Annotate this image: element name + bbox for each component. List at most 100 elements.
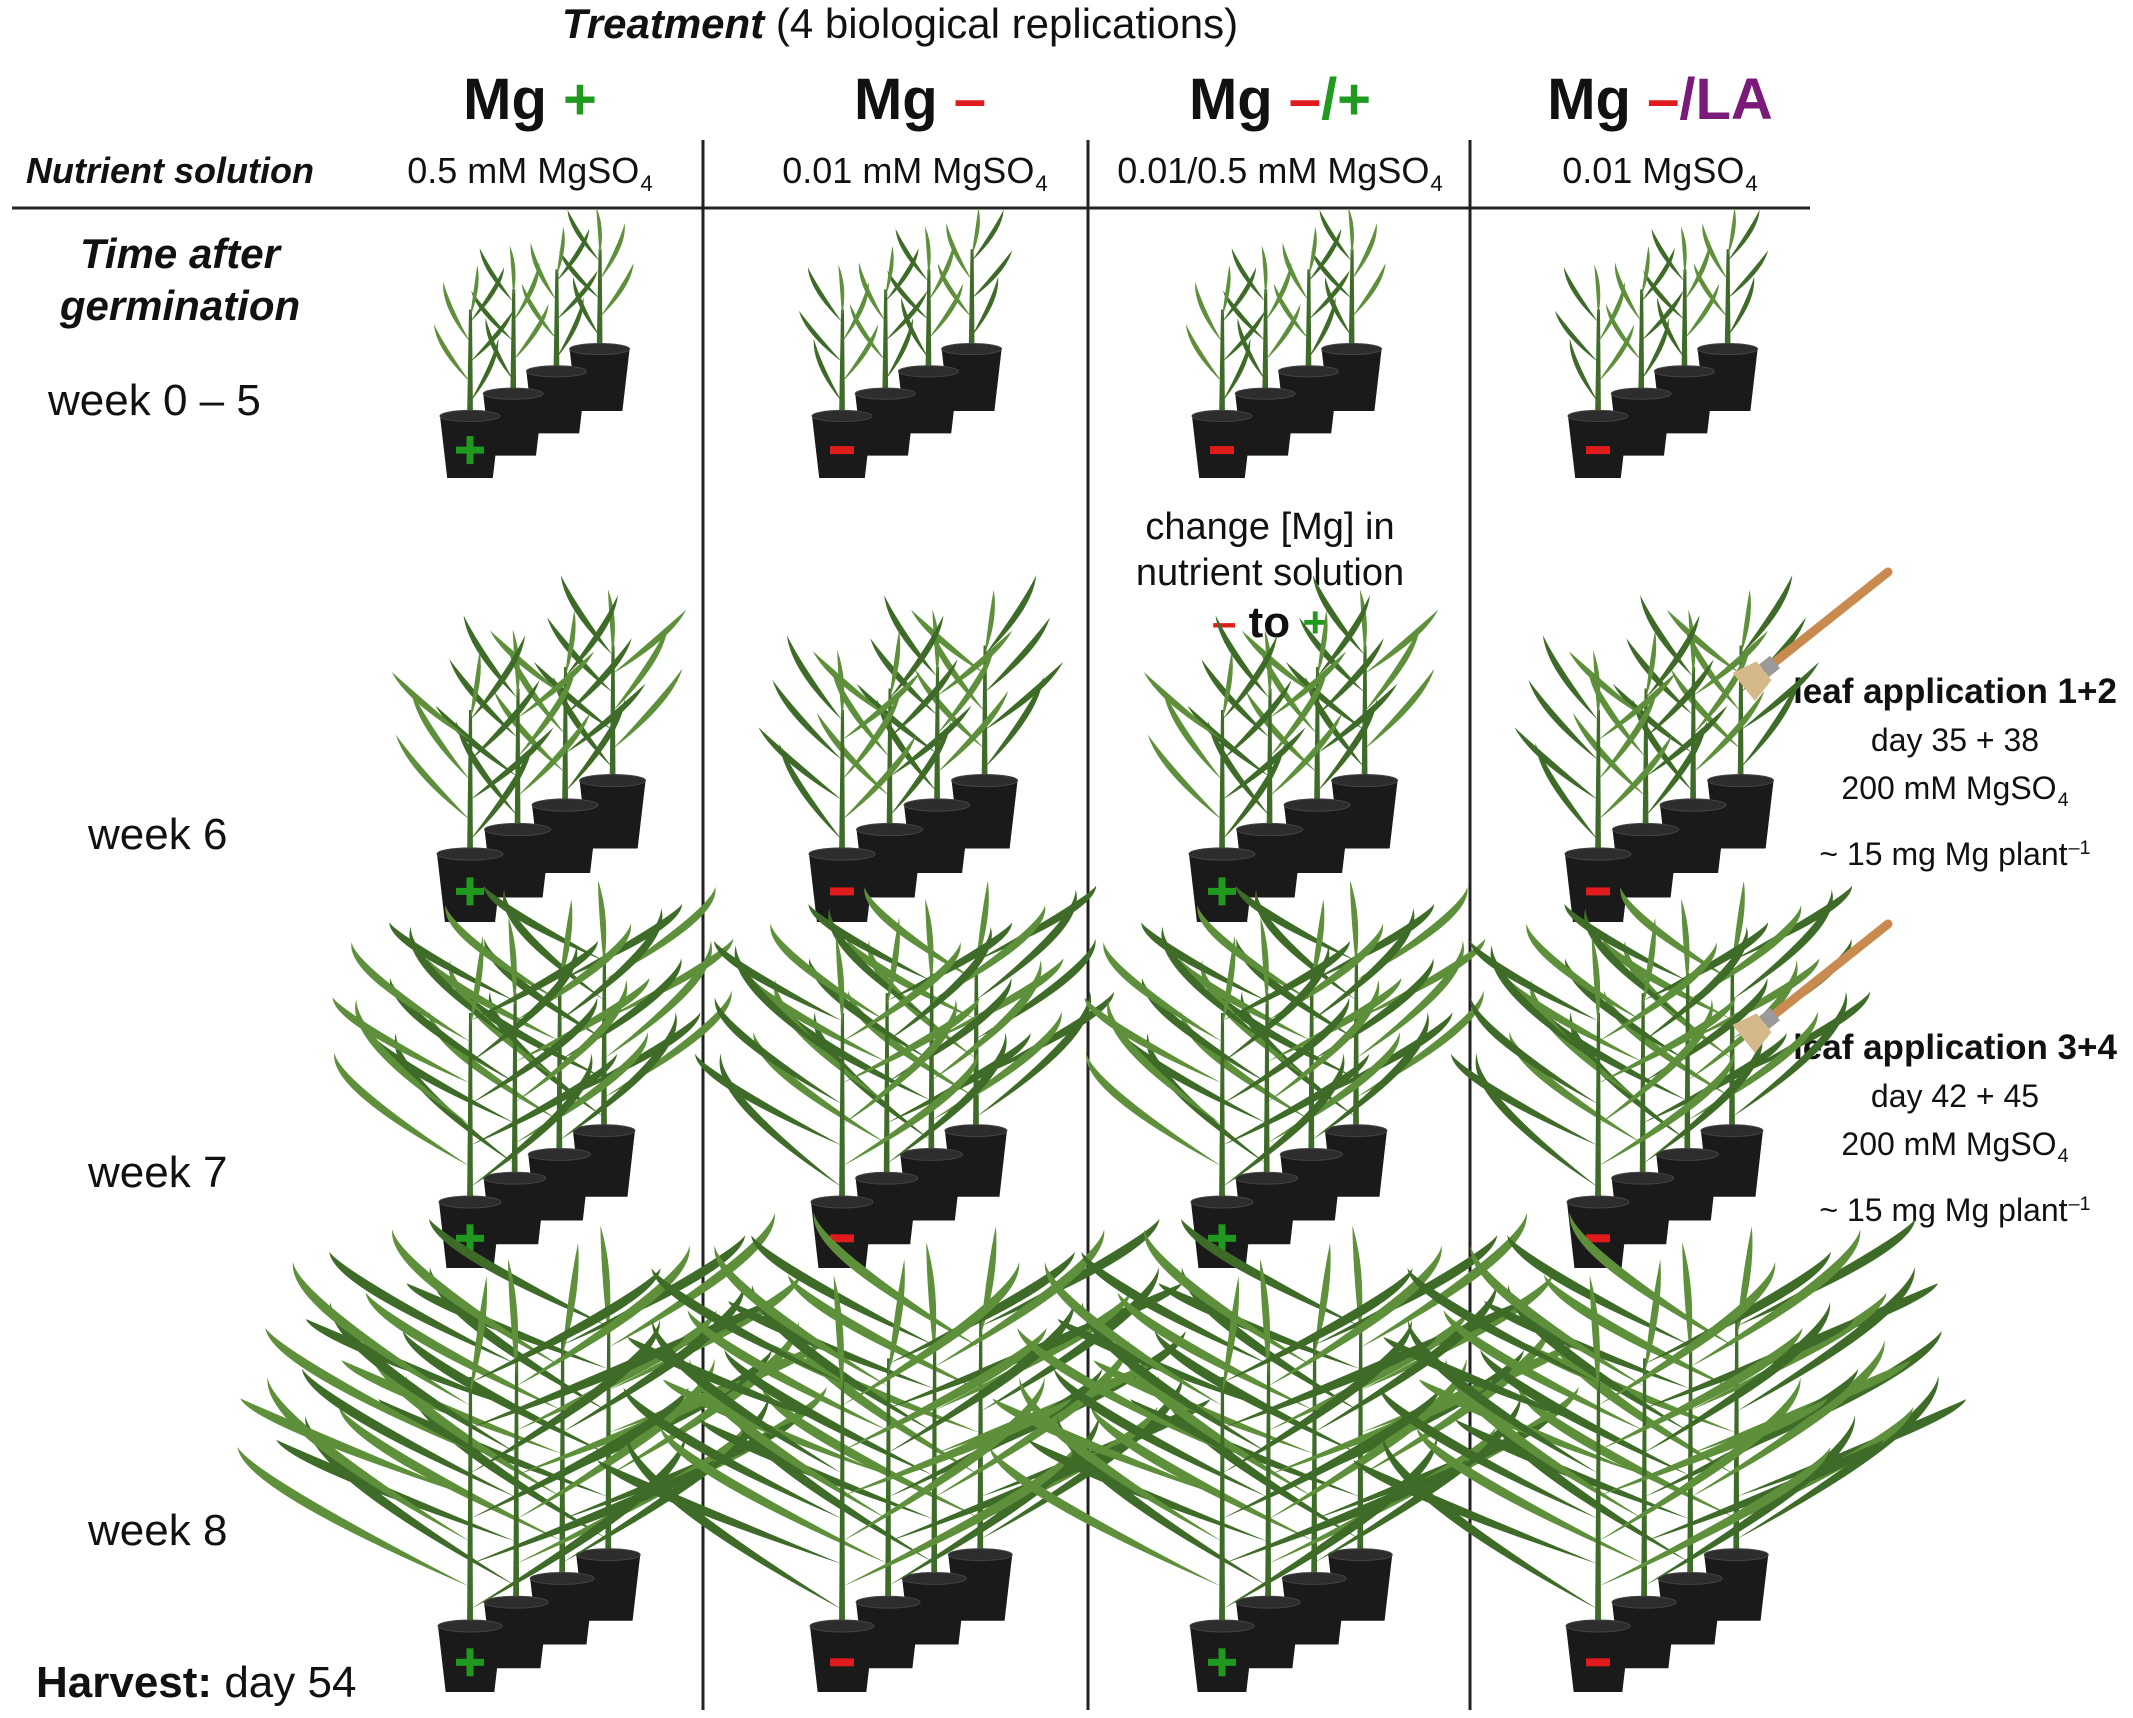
leaf [470, 1276, 488, 1394]
pot-icon [856, 1602, 921, 1669]
pot-icon [1280, 1154, 1343, 1221]
stem [1314, 667, 1321, 812]
time-after-germination-label: Time after germination [59, 230, 301, 329]
amount-text: ~ 15 mg Mg plant [1819, 835, 2068, 872]
brush-ferrule [1759, 655, 1780, 677]
minus-icon [830, 446, 854, 455]
leaf [1680, 226, 1687, 277]
leaf [838, 264, 845, 317]
pot-icon [900, 1154, 963, 1221]
leaf [560, 575, 613, 655]
leaf [470, 650, 481, 720]
leaf-application-1-2: leaf application 1+2 day 35 + 38 200 mM … [1790, 668, 2120, 878]
solution-subscript: 4 [1430, 170, 1443, 196]
stem [510, 289, 517, 400]
pot-icon [576, 1554, 641, 1621]
solution-mg-plus: 0.5 mM MgSO4 [340, 150, 720, 197]
pot-rim [572, 1124, 636, 1138]
leaf [1282, 242, 1309, 301]
pot-icon [572, 1130, 635, 1197]
leaf-application-title: leaf application 1+2 [1793, 672, 2117, 711]
pot-icon [526, 371, 587, 434]
pot-rim [944, 1124, 1008, 1138]
pot-rim [1567, 409, 1629, 423]
pot-icon [579, 780, 646, 849]
harvest-label: Harvest: [36, 1658, 213, 1707]
pot-icon [1235, 1178, 1298, 1245]
amount-superscript: –1 [2068, 1192, 2091, 1215]
pot-rim [1188, 847, 1256, 861]
leaf [1261, 245, 1268, 297]
leaf [886, 917, 900, 1006]
row-label-week-7: week 7 [88, 1148, 228, 1197]
pot-rim [1331, 773, 1399, 788]
pot-rim [941, 342, 1003, 356]
leaf-application-3-4: leaf application 3+4 day 42 + 45 200 mM … [1790, 1024, 2120, 1234]
leaf [1057, 1319, 1269, 1409]
pot-icon [951, 780, 1018, 849]
leaf [565, 610, 576, 677]
leaf [1222, 935, 1236, 1026]
solution-text: 0.01/0.5 mM MgSO [1117, 150, 1430, 191]
leaf [888, 1259, 905, 1375]
pot-rim [439, 409, 501, 423]
leaf [508, 916, 517, 1006]
row-label-week-0-5: week 0 – 5 [48, 376, 261, 425]
pot-rim [1565, 1619, 1631, 1633]
pot-rim [810, 1195, 874, 1209]
leaf [1222, 1336, 1437, 1428]
conc-text: 200 mM MgSO [1841, 770, 2057, 806]
pot-icon [1236, 829, 1303, 898]
leaf [1351, 223, 1377, 280]
pot-rim [1566, 1195, 1630, 1209]
leaf [975, 880, 989, 966]
stem [1642, 688, 1649, 836]
pot-rim [899, 1148, 963, 1161]
pot-rim [854, 387, 916, 400]
plant-group [1514, 575, 1820, 922]
stem [839, 309, 845, 422]
solution-text: 0.5 mM MgSO [407, 150, 640, 191]
pot-rim [436, 847, 504, 861]
pot-rim [1697, 342, 1759, 356]
stem [839, 710, 845, 860]
stem [1348, 249, 1355, 356]
brush-handle [1770, 567, 1893, 667]
stem [1641, 1358, 1648, 1609]
plus-icon [466, 877, 474, 906]
pot-rim [1612, 822, 1680, 837]
stem [981, 645, 988, 787]
pot-icon [855, 1178, 918, 1245]
plant-group [1185, 207, 1386, 478]
leaf [597, 880, 607, 966]
pot-rim [855, 1171, 919, 1185]
pot-rim [903, 798, 971, 812]
stem [600, 953, 607, 1137]
stem [511, 993, 518, 1185]
stem [1352, 953, 1359, 1137]
solution-mg-minus-la: 0.01 MgSO4 [1470, 150, 1850, 197]
leaf [1359, 589, 1367, 655]
pot-icon [1658, 1578, 1723, 1645]
stem [928, 973, 935, 1161]
minus-icon [1586, 446, 1610, 455]
stem [968, 249, 975, 356]
stem [1219, 1013, 1225, 1208]
amount-superscript: –1 [2068, 836, 2091, 859]
pot-icon [898, 371, 959, 434]
solution-text: 0.01 MgSO [1562, 150, 1745, 191]
leaf [1222, 1276, 1240, 1394]
paint-brush-icon [1732, 919, 1893, 1054]
conc-subscript: 4 [2057, 788, 2069, 811]
pot-rim [1707, 773, 1775, 788]
leaf [507, 1258, 519, 1375]
plus-icon [466, 436, 474, 465]
leaf [1731, 880, 1745, 966]
leaf-application-days: day 42 + 45 [1870, 1078, 2040, 1114]
pot-rim [525, 365, 587, 378]
leaf [1614, 262, 1642, 322]
stem [467, 1013, 473, 1208]
pot-icon [1697, 349, 1758, 412]
